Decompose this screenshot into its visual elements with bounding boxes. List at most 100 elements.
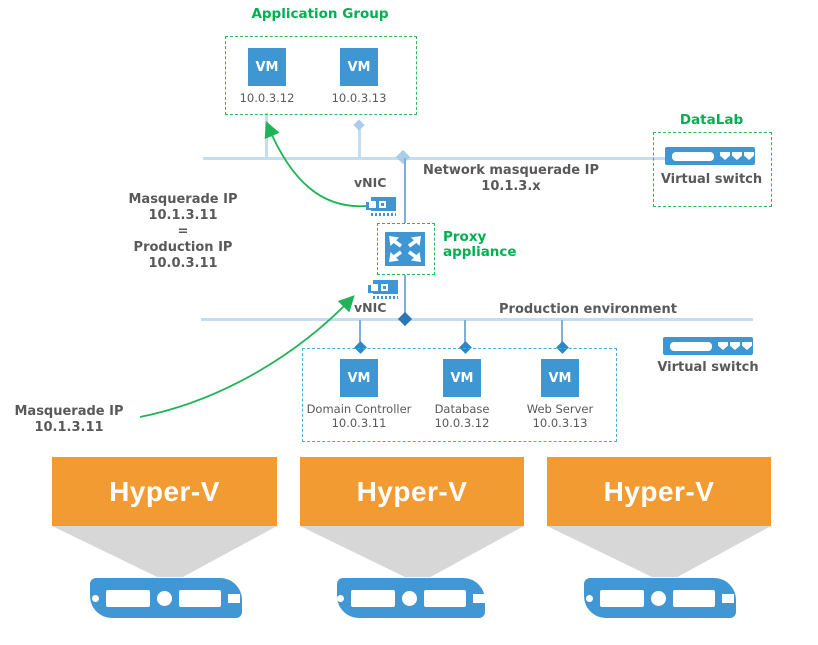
prod-vm-database: VM Database 10.0.3.12 <box>407 359 517 430</box>
server-led <box>92 594 99 602</box>
nic-port <box>369 200 376 208</box>
server-drive-bay <box>424 589 466 607</box>
server-button <box>157 590 172 606</box>
prod-drop-line-3 <box>561 320 563 346</box>
hyperv-label: Hyper-V <box>52 457 277 526</box>
switch-port-icon <box>732 152 742 160</box>
nic-pins <box>373 295 398 299</box>
funnel-shape <box>547 526 771 577</box>
masquerade-network-label-line1: Network masquerade IP <box>422 163 600 178</box>
nic-pins <box>371 212 396 216</box>
prod-vm-web-server: VM Web Server 10.0.3.13 <box>505 359 615 430</box>
server-port <box>722 593 734 603</box>
vm-icon: VM <box>248 48 286 86</box>
note-line: Masquerade IP <box>128 192 238 207</box>
hyperv-label: Hyper-V <box>300 457 524 526</box>
vnic-icon <box>366 197 396 216</box>
proxy-appliance-box <box>377 223 435 275</box>
datalab-box <box>653 132 772 207</box>
server-port <box>228 593 240 603</box>
server-drive-bay <box>673 589 715 607</box>
vm-ip-label: 10.0.3.13 <box>532 416 588 430</box>
server-button <box>402 590 417 606</box>
note-line: = <box>177 224 189 239</box>
application-group-box <box>225 36 417 115</box>
server-icon <box>584 578 736 618</box>
switch-port-icon <box>720 152 730 160</box>
connector-diamond <box>397 311 413 327</box>
nic-port <box>371 283 378 291</box>
server-led <box>586 594 593 602</box>
prod-vm-domain-controller: VM Domain Controller 10.0.3.11 <box>304 359 414 430</box>
masquerade-network-label-line2: 10.1.3.x <box>481 179 541 194</box>
masquerade-network-label: Network masquerade IP 10.1.3.x <box>405 163 617 195</box>
server-button <box>651 590 666 606</box>
nic-port <box>379 200 386 208</box>
switch-port-icon <box>744 152 754 160</box>
vnic-top-label: vNIC <box>354 175 387 190</box>
bottom-masquerade-note: Masquerade IP 10.1.3.11 <box>8 404 130 436</box>
note-line: Production IP <box>133 240 233 255</box>
server-drive-bay <box>600 589 644 607</box>
vm-ip-label: 10.0.3.11 <box>331 416 387 430</box>
vnic-bottom-label: vNIC <box>354 300 387 315</box>
masquerade-network-line <box>203 157 665 160</box>
application-group-title: Application Group <box>251 6 389 22</box>
server-port <box>473 593 485 603</box>
hyperv-label: Hyper-V <box>547 457 771 526</box>
virtual-switch-icon <box>665 147 755 165</box>
vm-ip-label: 10.0.3.12 <box>239 91 295 105</box>
vm-icon: VM <box>541 359 579 397</box>
vm-ip-label: 10.0.3.13 <box>331 91 387 105</box>
note-line: 10.0.3.11 <box>148 256 218 271</box>
vm-ip-label: 10.0.3.12 <box>434 416 490 430</box>
server-led <box>337 594 344 602</box>
server-icon <box>337 578 485 618</box>
app-vm-2: VM 10.0.3.13 <box>321 48 397 105</box>
server-drive-bay <box>179 589 221 607</box>
virtual-switch-icon <box>663 337 753 355</box>
vm-name-label: Web Server <box>526 402 594 416</box>
note-line: 10.1.3.11 <box>34 420 104 435</box>
server-drive-bay <box>106 589 150 607</box>
production-environment-label: Production environment <box>499 302 677 317</box>
vm-icon: VM <box>340 359 378 397</box>
funnel-shape <box>300 526 524 577</box>
nic-tab <box>368 285 373 293</box>
connector-diamond <box>353 119 365 131</box>
app-group-drop-line-1 <box>265 113 268 158</box>
hyperv-host-3: Hyper-V <box>547 457 771 618</box>
proxy-appliance-label: Proxy appliance <box>443 230 517 260</box>
datalab-title: DataLab <box>679 112 744 128</box>
vm-name-label: Database <box>434 402 490 416</box>
note-line: Masquerade IP <box>14 404 124 419</box>
connector-diamond <box>395 149 411 165</box>
proxy-label-line1: Proxy <box>443 229 487 245</box>
vm-icon: VM <box>340 48 378 86</box>
prod-drop-line-2 <box>464 320 466 346</box>
proxy-label-line2: appliance <box>443 244 517 260</box>
production-network-line <box>201 318 753 321</box>
hyperv-host-2: Hyper-V <box>300 457 524 618</box>
vm-icon: VM <box>443 359 481 397</box>
switch-port-icon <box>730 342 740 350</box>
proxy-arrows-icon <box>389 236 421 262</box>
app-vm-1: VM 10.0.3.12 <box>229 48 305 105</box>
switch-panel <box>670 341 712 351</box>
hyperv-host-1: Hyper-V <box>52 457 277 618</box>
switch-port-icon <box>718 342 728 350</box>
note-line: 10.1.3.11 <box>148 208 218 223</box>
nic-port <box>381 283 388 291</box>
switch-port-icon <box>742 342 752 350</box>
production-switch-label: Virtual switch <box>657 360 759 375</box>
switch-panel <box>672 151 714 161</box>
vm-name-label: Domain Controller <box>306 402 412 416</box>
nic-tab <box>366 202 371 210</box>
funnel-shape <box>52 526 277 577</box>
arrow-to-application-group <box>264 121 367 208</box>
masquerade-equals-note: Masquerade IP 10.1.3.11 = Production IP … <box>108 192 258 272</box>
datalab-switch-label: Virtual switch <box>660 172 763 187</box>
proxy-appliance-icon <box>385 232 425 266</box>
prod-drop-line-1 <box>359 320 361 346</box>
